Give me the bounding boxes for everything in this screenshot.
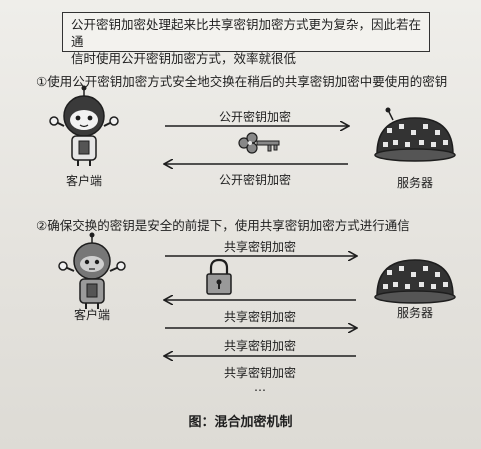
step2-server-label: 服务器 <box>396 306 433 320</box>
step1-arrow-top-label: 公开密钥加密 <box>218 110 291 124</box>
server-dome-icon <box>374 107 456 162</box>
robot-client-icon <box>58 232 126 309</box>
step2-ellipsis: … <box>254 380 266 394</box>
step2-arrow-label-1: 共享密钥加密 <box>223 240 296 254</box>
step1-client-label: 客户端 <box>65 174 102 188</box>
step2-arrow-label-4: 共享密钥加密 <box>223 366 296 380</box>
step1-server-label: 服务器 <box>396 176 433 190</box>
key-icon <box>238 132 280 154</box>
server-dome-icon <box>374 259 456 304</box>
step2-title: ②确保交换的密钥是安全的前提下，使用共享密钥加密方式进行通信 <box>36 218 410 233</box>
note-box: 公开密钥加密处理起来比共享密钥加密方式更为复杂，因此若在通 信时使用公开密钥加密… <box>62 12 430 66</box>
step2-arrow-label-2: 共享密钥加密 <box>223 310 296 324</box>
padlock-icon <box>206 258 232 295</box>
step2-client-label: 客户端 <box>73 308 110 322</box>
note-line-1: 公开密钥加密处理起来比共享密钥加密方式更为复杂，因此若在通 <box>71 17 422 49</box>
step2-arrow-label-3: 共享密钥加密 <box>223 339 296 353</box>
robot-client-icon <box>49 85 119 166</box>
step1-arrow-bottom-label: 公开密钥加密 <box>218 173 291 187</box>
note-line-2: 信时使用公开密钥加密方式，效率就很低 <box>71 51 297 66</box>
step1-title: ①使用公开密钥加密方式安全地交换在稍后的共享密钥加密中要使用的密钥 <box>36 74 448 89</box>
figure-caption: 图：混合加密机制 <box>188 415 293 430</box>
